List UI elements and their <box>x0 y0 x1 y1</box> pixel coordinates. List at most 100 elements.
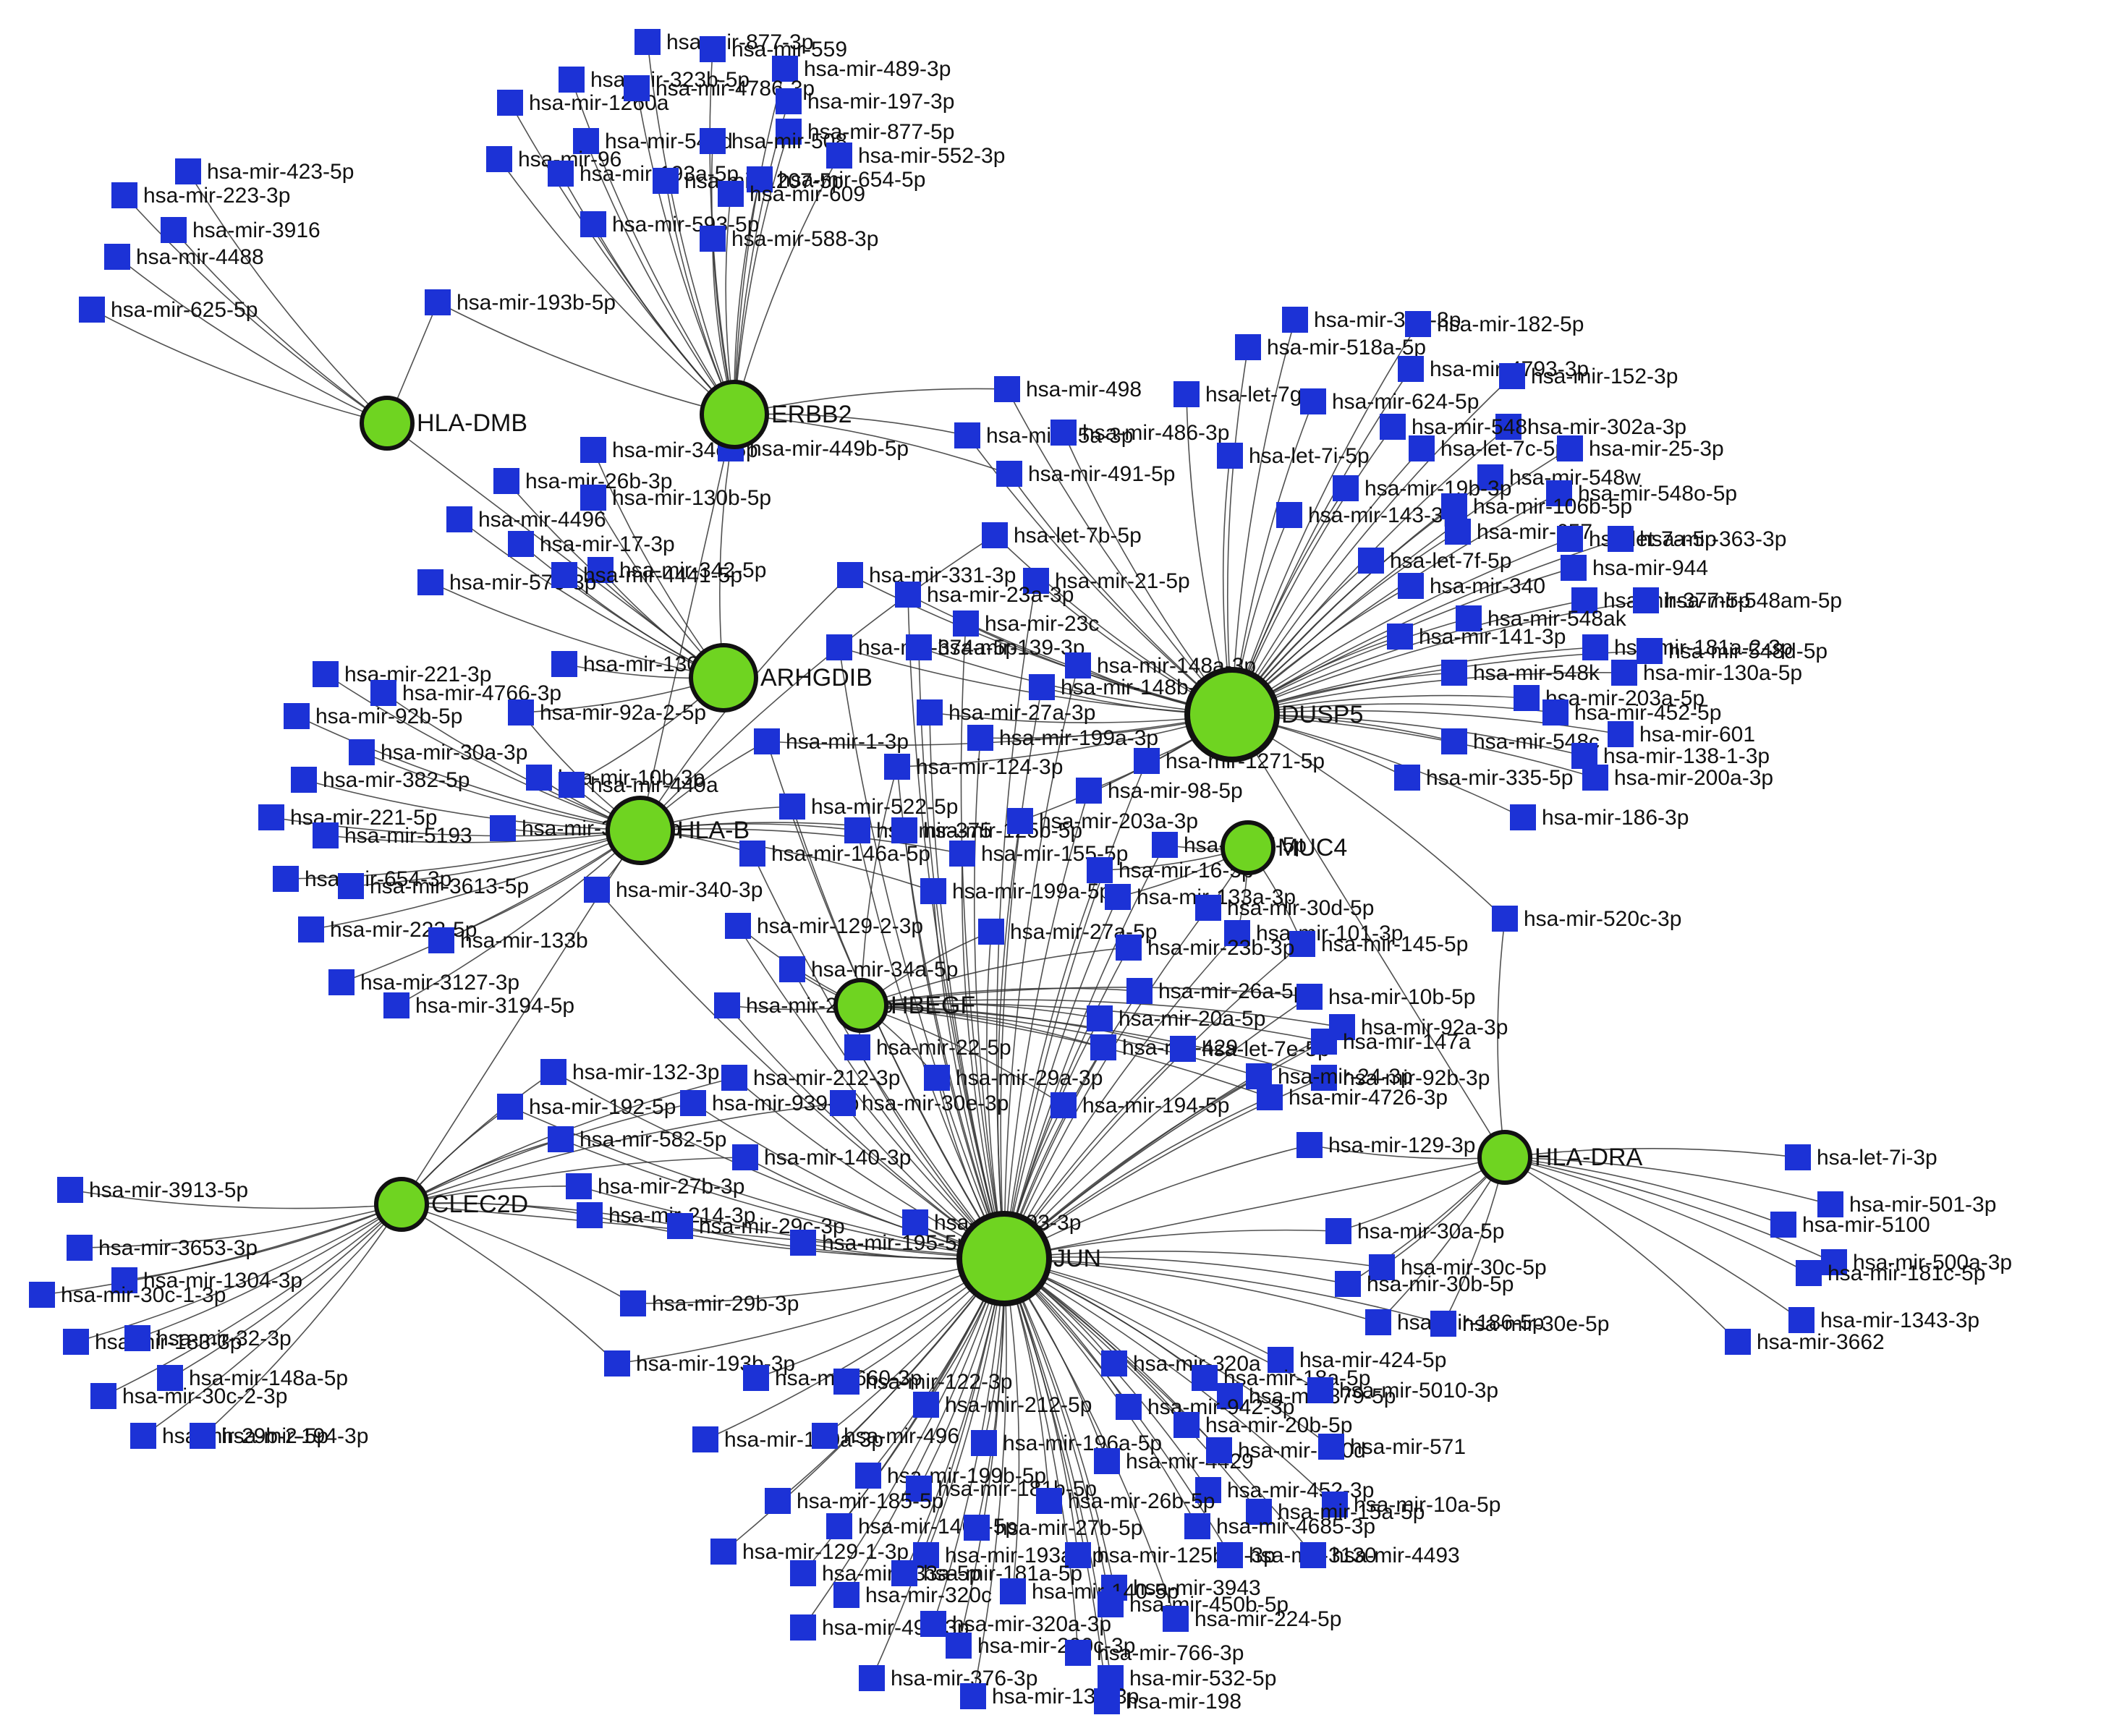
mirna-node[interactable]: hsa-mir-194-5p <box>1050 1092 1229 1118</box>
mirna-node[interactable]: hsa-mir-212-3p <box>721 1065 900 1091</box>
mirna-node[interactable]: hsa-mir-3613-5p <box>338 873 529 899</box>
mirna-node[interactable]: hsa-mir-32-3p <box>124 1325 292 1351</box>
mirna-node[interactable]: hsa-mir-152-3p <box>1499 363 1678 389</box>
gene-node-hla-dra[interactable]: HLA-DRA <box>1477 1130 1643 1185</box>
mirna-node[interactable]: hsa-let-7f-5p <box>1358 548 1511 574</box>
mirna-node[interactable]: hsa-mir-489-3p <box>772 56 951 82</box>
mirna-node[interactable]: hsa-mir-146a-5p <box>739 841 930 867</box>
mirna-node[interactable]: hsa-mir-5100 <box>1770 1212 1930 1238</box>
mirna-node[interactable]: hsa-mir-224-5p <box>1163 1606 1341 1632</box>
mirna-node[interactable]: hsa-mir-382-5p <box>291 767 470 793</box>
mirna-node[interactable]: hsa-mir-593-5p <box>580 211 759 237</box>
mirna-node[interactable]: hsa-mir-130b-5p <box>580 485 771 511</box>
mirna-node[interactable]: hsa-mir-335-5p <box>1394 765 1573 791</box>
mirna-node[interactable]: hsa-mir-323b-5p <box>559 67 750 93</box>
gene-node-hla-b[interactable]: HLA-B <box>606 796 750 865</box>
mirna-node[interactable]: hsa-mir-582-5p <box>548 1126 726 1152</box>
mirna-node[interactable]: hsa-mir-18a-5p <box>1192 1365 1370 1391</box>
mirna-node[interactable]: hsa-mir-148a-5p <box>157 1365 348 1391</box>
mirna-node[interactable]: hsa-mir-199a-5p <box>920 878 1111 904</box>
mirna-node[interactable]: hsa-mir-10b-5p <box>1296 984 1475 1010</box>
mirna-node[interactable]: hsa-mir-30b-5p <box>1335 1271 1514 1297</box>
mirna-node[interactable]: hsa-mir-5193 <box>313 822 472 848</box>
mirna-node[interactable]: hsa-mir-198 <box>1094 1688 1242 1714</box>
mirna-node[interactable]: hsa-mir-19b-3p <box>1333 475 1511 501</box>
mirna-node[interactable]: hsa-mir-29c-3p <box>667 1213 845 1239</box>
mirna-node[interactable]: hsa-mir-146b-5p <box>826 1513 1017 1539</box>
mirna-node[interactable]: hsa-let-7c-5p <box>1409 435 1567 461</box>
mirna-node[interactable]: hsa-mir-552-3p <box>826 142 1005 169</box>
mirna-node[interactable]: hsa-mir-508 <box>700 128 847 154</box>
mirna-node[interactable]: hsa-mir-548d-5p <box>1637 638 1828 664</box>
mirna-node[interactable]: hsa-mir-122-3p <box>833 1369 1012 1395</box>
mirna-node[interactable]: hsa-mir-92a-3p <box>1329 1014 1508 1040</box>
mirna-node[interactable]: hsa-mir-181b-5p <box>906 1476 1097 1502</box>
mirna-node[interactable]: hsa-mir-17-3p <box>508 531 675 557</box>
mirna-node[interactable]: hsa-let-7b-5p <box>982 522 1142 548</box>
gene-node-clec2d[interactable]: CLEC2D <box>374 1177 528 1232</box>
mirna-node[interactable]: hsa-mir-203a-5p <box>1514 685 1705 711</box>
mirna-node[interactable]: hsa-mir-34a-5p <box>779 956 958 982</box>
mirna-node[interactable]: hsa-mir-92a-2-5p <box>508 699 706 726</box>
mirna-node[interactable]: hsa-mir-221-3p <box>313 661 491 687</box>
mirna-node[interactable]: hsa-mir-20a-5p <box>1087 1005 1265 1031</box>
mirna-node[interactable]: hsa-mir-518a-5p <box>1235 334 1426 360</box>
mirna-node[interactable]: hsa-mir-182-5p <box>1405 311 1584 337</box>
mirna-node[interactable]: hsa-mir-4488 <box>104 244 264 270</box>
mirna-node[interactable]: hsa-mir-1343-3p <box>1788 1307 1979 1333</box>
mirna-node[interactable]: hsa-mir-548k <box>1441 660 1600 686</box>
mirna-node[interactable]: hsa-mir-196a-5p <box>971 1430 1162 1456</box>
mirna-node[interactable]: hsa-mir-92b-5p <box>284 703 462 729</box>
mirna-node[interactable]: hsa-mir-147a <box>1311 1029 1471 1055</box>
mirna-node[interactable]: hsa-mir-30c-1-3p <box>29 1282 226 1308</box>
mirna-node[interactable]: hsa-mir-23b-3p <box>1116 935 1294 961</box>
mirna-node[interactable]: hsa-mir-363-3p <box>1608 526 1786 552</box>
mirna-node[interactable]: hsa-mir-423-5p <box>175 158 354 184</box>
mirna-node[interactable]: hsa-mir-132-3p <box>540 1059 719 1085</box>
mirna-node[interactable]: hsa-mir-130a-3p <box>692 1426 883 1452</box>
mirna-node[interactable]: hsa-mir-27b-5p <box>964 1515 1142 1541</box>
mirna-node[interactable]: hsa-mir-548l <box>1380 414 1532 440</box>
mirna-node[interactable]: hsa-mir-199a-3p <box>967 725 1158 751</box>
mirna-node[interactable]: hsa-mir-223-3p <box>111 182 290 208</box>
mirna-node[interactable]: hsa-mir-23a-3p <box>895 582 1074 608</box>
mirna-node[interactable]: hsa-mir-138-1-3p <box>1571 743 1770 769</box>
mirna-node[interactable]: hsa-mir-320a-3p <box>920 1611 1111 1637</box>
mirna-node[interactable]: hsa-mir-125b-2-3p <box>1065 1542 1276 1568</box>
mirna-node[interactable]: hsa-mir-571 <box>1318 1434 1466 1460</box>
mirna-node[interactable]: hsa-mir-4493 <box>1300 1542 1460 1568</box>
mirna-node[interactable]: hsa-mir-877-5p <box>776 119 954 145</box>
mirna-node[interactable]: hsa-mir-498 <box>994 376 1142 402</box>
gene-node-muc4[interactable]: MUC4 <box>1221 820 1347 875</box>
mirna-node[interactable]: hsa-mir-486-3p <box>1050 420 1229 446</box>
mirna-node[interactable]: hsa-mir-522-5p <box>779 793 958 820</box>
mirna-node[interactable]: hsa-mir-181c-5p <box>1796 1260 1985 1286</box>
mirna-node[interactable]: hsa-mir-26b-5p <box>1036 1488 1215 1514</box>
mirna-node[interactable]: hsa-mir-133b <box>428 927 588 953</box>
mirna-node[interactable]: hsa-mir-185-5p <box>765 1488 943 1514</box>
mirna-node[interactable]: hsa-mir-374a-5p <box>826 634 1017 660</box>
mirna-node[interactable]: hsa-mir-183-3p <box>63 1329 242 1355</box>
mirna-node[interactable]: hsa-mir-21-5p <box>1023 568 1190 594</box>
mirna-node[interactable]: hsa-mir-30c-5p <box>1369 1254 1547 1280</box>
mirna-node[interactable]: hsa-mir-197-3p <box>776 88 954 114</box>
mirna-node[interactable]: hsa-mir-129-2-3p <box>725 913 923 939</box>
mirna-node[interactable]: hsa-mir-141-3p <box>1387 624 1566 650</box>
mirna-node[interactable]: hsa-mir-3662 <box>1725 1329 1885 1355</box>
mirna-node[interactable]: hsa-mir-200c-3p <box>946 1633 1135 1659</box>
mirna-node[interactable]: hsa-mir-3653-3p <box>67 1235 258 1261</box>
mirna-node[interactable]: hsa-mir-30c-2-3p <box>90 1383 287 1409</box>
mirna-node[interactable]: hsa-mir-186-5p <box>1365 1309 1544 1335</box>
mirna-node[interactable]: hsa-mir-548am-5p <box>1633 587 1842 613</box>
mirna-node[interactable]: hsa-mir-195-5p <box>790 1230 969 1256</box>
mirna-node[interactable]: hsa-mir-3127-3p <box>328 969 519 995</box>
mirna-node[interactable]: hsa-mir-30e-3p <box>830 1090 1009 1116</box>
mirna-node[interactable]: hsa-mir-30d-5p <box>1195 895 1374 921</box>
gene-node-hla-dmb[interactable]: HLA-DMB <box>360 396 527 451</box>
mirna-node[interactable]: hsa-mir-29b-3p <box>620 1290 799 1316</box>
mirna-node[interactable]: hsa-mir-4685-3p <box>1184 1513 1375 1539</box>
mirna-node[interactable]: hsa-mir-30a-5p <box>1325 1218 1504 1244</box>
mirna-node[interactable]: hsa-mir-101-3p <box>1224 920 1403 946</box>
mirna-node[interactable]: hsa-mir-221-5p <box>258 804 437 830</box>
mirna-node[interactable]: hsa-mir-3916 <box>161 217 321 243</box>
